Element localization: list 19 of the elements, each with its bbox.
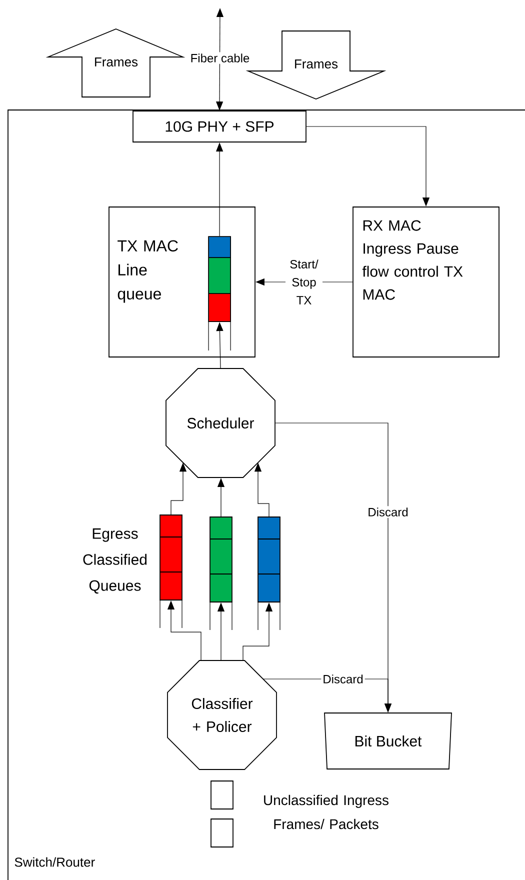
bucket: Bit Bucket (324, 712, 452, 770)
octagon: Classifier + Policer (167, 660, 277, 770)
edge-label: Fiber cable (188, 52, 252, 64)
queue-drawing (208, 236, 231, 351)
process-box: TX MAC Line queue (108, 206, 256, 358)
edge-label: Discard (366, 506, 410, 518)
queue-drawing (258, 516, 280, 630)
process-box: RX MAC Ingress Pause flow control TX MAC (352, 206, 500, 358)
packet-box (210, 818, 234, 848)
phy-box: 10G PHY + SFP (132, 110, 306, 142)
queue-drawing (210, 516, 232, 630)
edge-label: Start/ Stop TX (286, 258, 322, 306)
legend-text: Unclassified Ingress Frames/ Packets (264, 794, 388, 830)
octagon: Scheduler (166, 368, 276, 478)
edge-label: Discard (321, 673, 365, 685)
packet-box (210, 780, 234, 810)
queue-drawing (160, 514, 182, 628)
frame-label: Switch/Router (14, 857, 95, 867)
queue-label: Egress Classified Queues (83, 528, 147, 594)
